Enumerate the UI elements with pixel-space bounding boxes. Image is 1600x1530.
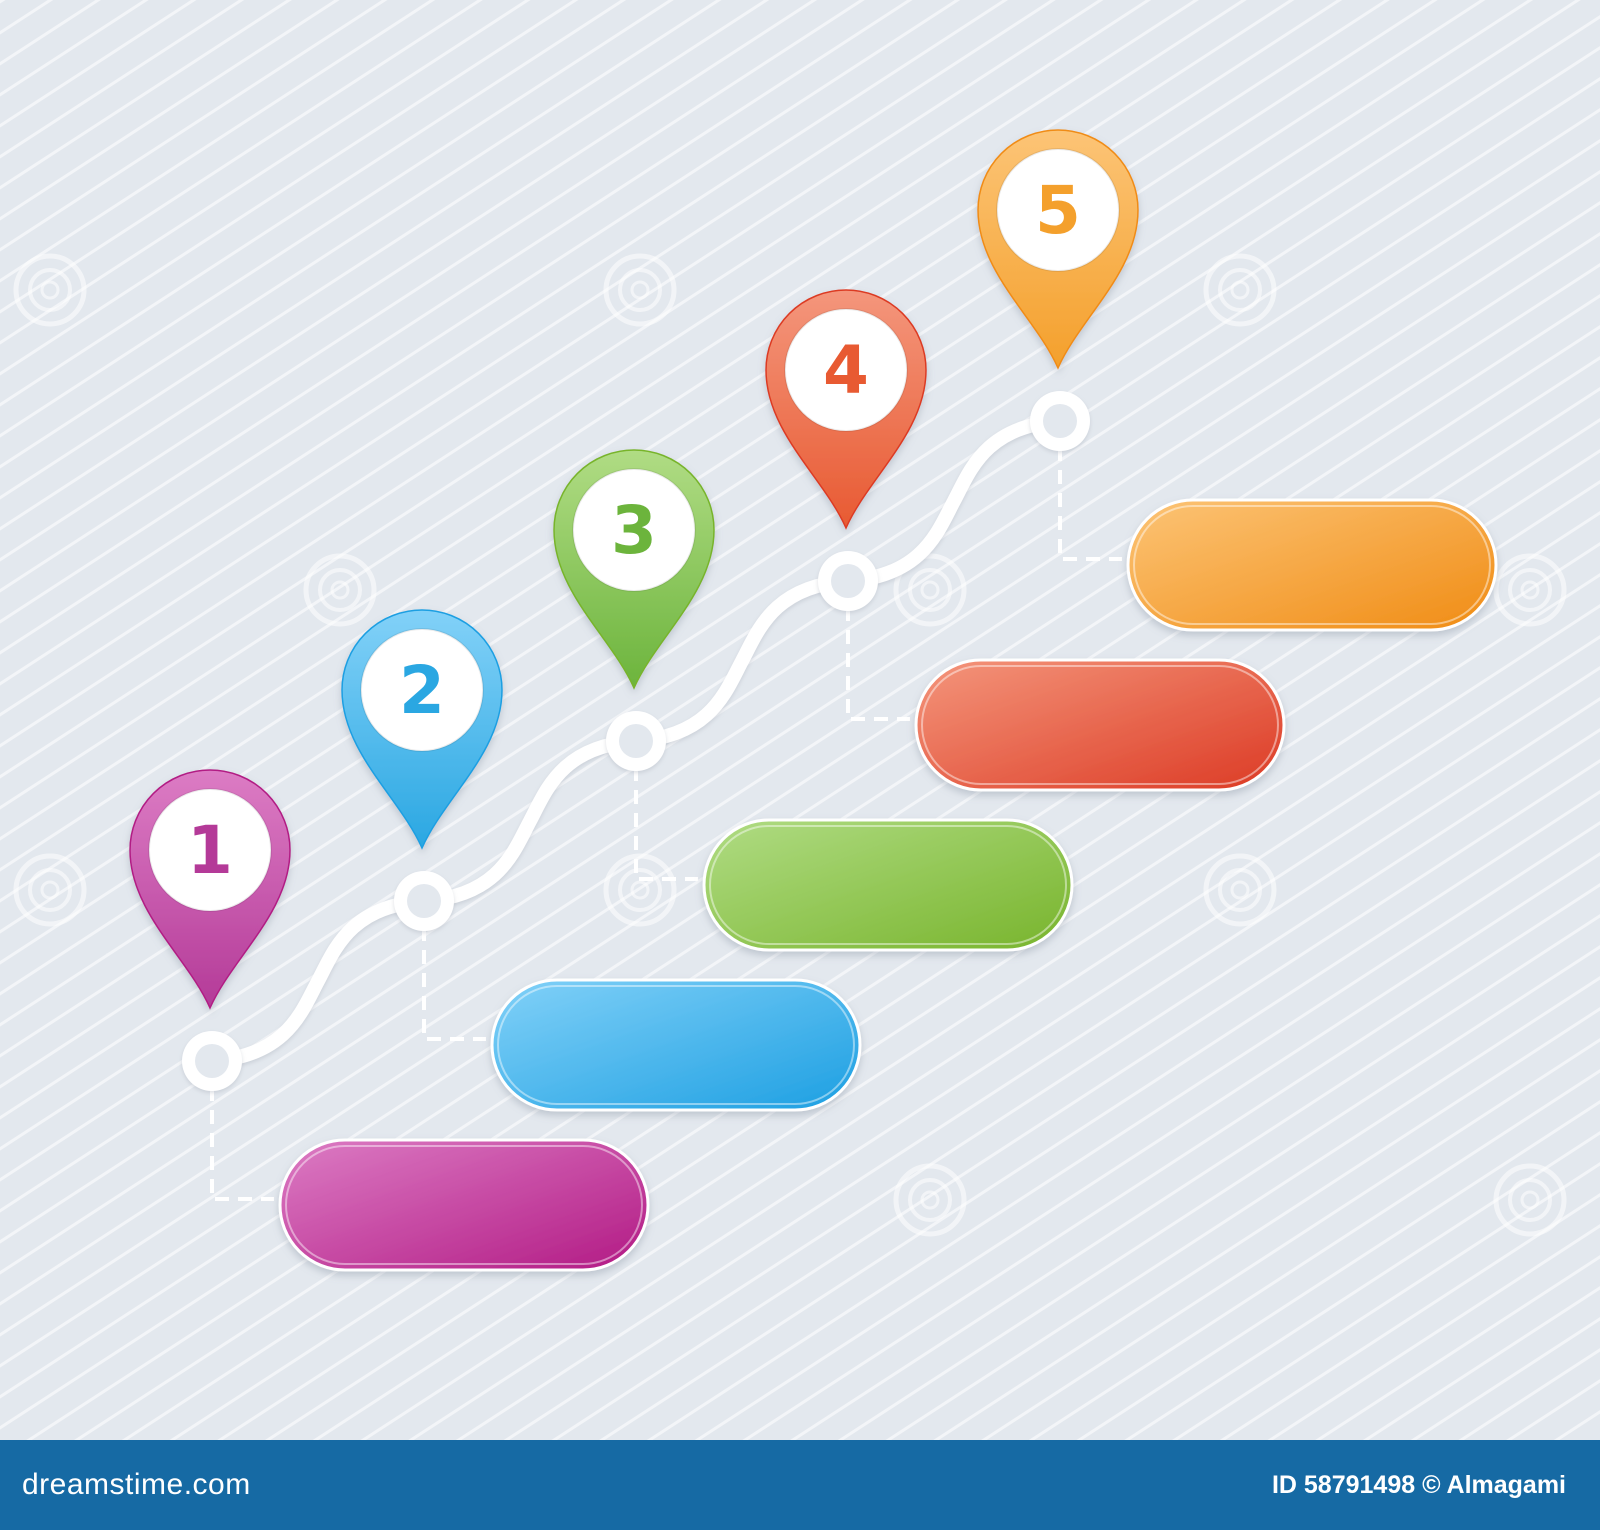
path-node-3 <box>606 711 666 771</box>
watermark-swirl-icon <box>893 553 967 627</box>
path-node-1 <box>182 1031 242 1091</box>
striped-background <box>0 0 1600 1440</box>
footer-logo[interactable]: dreamstime.com <box>22 1468 251 1501</box>
watermark-swirl-icon <box>1493 1163 1567 1237</box>
step-number-1: 1 <box>187 812 233 889</box>
watermark-swirl-icon <box>1203 253 1277 327</box>
step-text-bar-2[interactable] <box>490 978 862 1112</box>
map-pin-icon-2[interactable] <box>341 609 503 850</box>
footer-credit: ID 58791498 © Almagami <box>1271 1470 1566 1499</box>
map-pin-icon-4[interactable] <box>765 289 927 530</box>
step-number-2: 2 <box>399 652 445 729</box>
watermark-swirl-icon <box>1203 853 1277 927</box>
step-number-4: 4 <box>823 332 869 409</box>
watermark-swirl-icon <box>893 1163 967 1237</box>
step-text-bar-1[interactable] <box>278 1138 650 1272</box>
path-node-4 <box>818 551 878 611</box>
watermark-swirl-icon <box>603 253 677 327</box>
watermark-swirl-icon <box>303 553 377 627</box>
path-node-2 <box>394 871 454 931</box>
watermark-swirl-icon <box>603 853 677 927</box>
footer-bar: dreamstime.com ID 58791498 © Almagami <box>0 1440 1600 1530</box>
step-text-bar-5[interactable] <box>1126 498 1498 632</box>
step-number-5: 5 <box>1035 172 1081 249</box>
watermark-swirl-icon <box>13 253 87 327</box>
map-pin-icon-1[interactable] <box>129 769 291 1010</box>
path-node-5 <box>1030 391 1090 451</box>
step-number-3: 3 <box>611 492 657 569</box>
map-pin-icon-3[interactable] <box>553 449 715 690</box>
step-diagram: 1 2 3 4 5 <box>0 0 1600 1440</box>
watermark-swirl-icon <box>13 853 87 927</box>
map-pin-icon-5[interactable] <box>977 129 1139 370</box>
step-text-bar-3[interactable] <box>702 818 1074 952</box>
watermark-swirl-icon <box>1493 553 1567 627</box>
step-text-bar-4[interactable] <box>914 658 1286 792</box>
